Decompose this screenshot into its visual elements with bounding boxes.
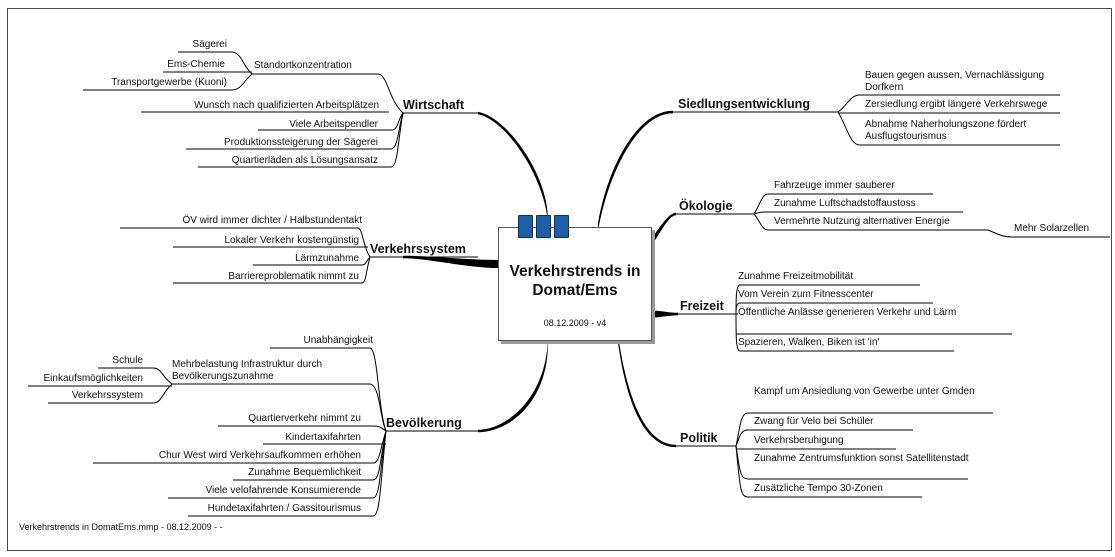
branch-wirtschaft [478, 111, 548, 228]
branch-bevoelkerung [478, 335, 548, 433]
subtopic-schule[interactable]: Schule [112, 355, 143, 366]
subtopic-zwang-velo[interactable]: Zwang für Velo bei Schüler [754, 416, 874, 427]
central-topic[interactable]: Verkehrstrends in Domat/Ems 08.12.2009 -… [498, 215, 652, 341]
subtopic-zersiedlung[interactable]: Zersiedlung ergibt längere Verkehrswege [865, 99, 1048, 110]
leaf-connector [361, 256, 371, 284]
mind-map-canvas: Verkehrstrends in Domat/Ems 08.12.2009 -… [7, 8, 1112, 551]
leaf-connector [837, 94, 861, 113]
subtopic-transportgewerbe[interactable]: Transportgewerbe (Kuoni) [111, 77, 227, 88]
subtopic-spazieren[interactable]: Spazieren, Walken, Biken ist 'in' [738, 337, 880, 348]
subtopic-laermzunahme[interactable]: Lärmzunahme [295, 253, 359, 264]
subtopic-oeffentliche-anlaesse[interactable]: Öffentliche Anlässe generieren Verkehr u… [738, 307, 957, 318]
subtopic-kindertaxifahrten[interactable]: Kindertaxifahrten [285, 432, 361, 443]
binder-ring-icon [554, 215, 569, 238]
leaf-connector [361, 256, 371, 266]
subtopic-standortkonzentration[interactable]: Standortkonzentration [254, 60, 352, 71]
footer-filename: Verkehrstrends in DomatEms.mmp - 08.12.2… [19, 522, 223, 532]
binder-ring-icon [536, 215, 551, 238]
subtopic-hundetaxifahrten[interactable]: Hundetaxifahrten / Gassitourismus [207, 503, 361, 514]
leaf-connector [735, 313, 741, 352]
subtopic-fahrzeuge-sauberer[interactable]: Fahrzeuge immer sauberer [774, 180, 895, 191]
leaf-connector [390, 112, 404, 168]
subtopic-produktionssteigerung[interactable]: Produktionssteigerung der Sägerei [224, 137, 378, 148]
subtopic-luftschadstoffe[interactable]: Zunahme Luftschadstoffaustoss [774, 198, 916, 209]
subtopic-bauen-gegen-aussen[interactable]: Bauen gegen aussen, Vernachlässigung Dor… [865, 70, 1045, 93]
subtopic-freizeitmobilitaet[interactable]: Zunahme Freizeitmobilität [738, 271, 854, 282]
central-topic-date: 08.12.2009 - v4 [543, 318, 607, 328]
subtopic-ems-chemie[interactable]: Ems-Chemie [167, 59, 225, 70]
subtopic-zentrumsfunktion[interactable]: Zunahme Zentrumsfunktion sonst Satellite… [754, 453, 969, 464]
leaf-connector [390, 112, 404, 131]
subtopic-mehrbelastung[interactable]: Mehrbelastung Infrastruktur durch Bevölk… [172, 359, 323, 382]
branch-politik [618, 335, 676, 448]
subtopic-velofahrende[interactable]: Viele velofahrende Konsumierende [205, 485, 361, 496]
leaf-connector [231, 51, 253, 75]
leaf-connector [837, 111, 861, 146]
leaf-connector [369, 383, 387, 432]
subtopic-einkaufsmoeglichkeiten[interactable]: Einkaufsmöglichkeiten [43, 373, 144, 384]
subtopic-verein-fitnesscenter[interactable]: Vom Verein zum Fitnesscenter [738, 289, 874, 300]
leaf-connector [735, 445, 749, 498]
branch-siedlung [598, 110, 673, 231]
central-topic-title: Verkehrstrends in Domat/Ems [509, 263, 641, 299]
leaf-connector [369, 347, 387, 432]
subtopic-chur-west[interactable]: Chur West wird Verkehrsaufkommen erhöhen [158, 450, 361, 461]
subtopic-saegerei[interactable]: Sägerei [192, 39, 227, 50]
connector-lines [28, 51, 1110, 517]
leaf-connector [987, 229, 1013, 238]
subtopic-alternative-energie[interactable]: Vermehrte Nutzung alternativer Energie [774, 216, 950, 227]
subtopic-naherholungszone[interactable]: Abnahme Naherholungszone fördert Ausflug… [865, 119, 1027, 142]
subtopic-quartierlaeden[interactable]: Quartierläden als Lösungsansatz [231, 155, 378, 166]
leaf-connector [753, 193, 769, 215]
subtopic-arbeitspendler[interactable]: Viele Arbeitspendler [289, 119, 378, 130]
subtopic-barriereproblematik[interactable]: Barriereproblematik nimmt zu [228, 271, 359, 282]
subtopic-oev-dichter[interactable]: ÖV wird immer dichter / Halbstundentakt [182, 215, 362, 226]
leaf-connector [390, 112, 404, 150]
branch-oekologie [650, 212, 676, 248]
leaf-connector [372, 430, 387, 499]
topic-wirtschaft[interactable]: Wirtschaft [403, 98, 465, 112]
subtopic-bequemlichkeit[interactable]: Zunahme Bequemlichkeit [248, 467, 361, 478]
subtopic-qualifizierte-arbeitsplaetze[interactable]: Wunsch nach qualifizierten Arbeitsplätze… [194, 100, 379, 111]
topic-verkehrssystem[interactable]: Verkehrssystem [370, 242, 466, 256]
topic-bevoelkerung[interactable]: Bevölkerung [386, 416, 462, 430]
leaf-connector [735, 302, 741, 315]
topic-oekologie[interactable]: Ökologie [679, 199, 733, 213]
leaf-connector [153, 383, 173, 404]
leaf-connector [372, 430, 387, 517]
subtopic-verkehrsberuhigung[interactable]: Verkehrsberuhigung [754, 435, 844, 446]
leaf-connector [357, 227, 371, 258]
leaf-connector [377, 73, 404, 114]
branch-freizeit [650, 310, 678, 318]
topic-politik[interactable]: Politik [680, 431, 718, 445]
subtopic-quartierverkehr[interactable]: Quartierverkehr nimmt zu [248, 413, 361, 424]
leaf-connector [153, 367, 173, 385]
subtopic-unabhaengigkeit[interactable]: Unabhängigkeit [303, 335, 374, 346]
leaf-connector [753, 213, 769, 231]
leaf-connector [372, 425, 387, 432]
subtopic-verkehrssystem-sub[interactable]: Verkehrssystem [71, 390, 143, 401]
topic-siedlungsentwicklung[interactable]: Siedlungsentwicklung [678, 97, 810, 111]
branch-verkehrssystem [403, 255, 498, 268]
leaf-connector [735, 412, 749, 447]
subtopic-solarzellen[interactable]: Mehr Solarzellen [1014, 223, 1090, 234]
subtopic-lokaler-verkehr[interactable]: Lokaler Verkehr kostengünstig [224, 235, 359, 246]
topic-freizeit[interactable]: Freizeit [680, 299, 724, 313]
leaf-connector [753, 211, 769, 215]
binder-ring-icon [518, 215, 533, 238]
subtopic-kampf-ansiedlung[interactable]: Kampf um Ansiedlung von Gewerbe unter Gm… [754, 386, 975, 397]
leaf-connector [735, 429, 749, 447]
leaf-connector [231, 73, 253, 91]
subtopic-tempo-30[interactable]: Zusätzliche Tempo 30-Zonen [754, 483, 883, 494]
